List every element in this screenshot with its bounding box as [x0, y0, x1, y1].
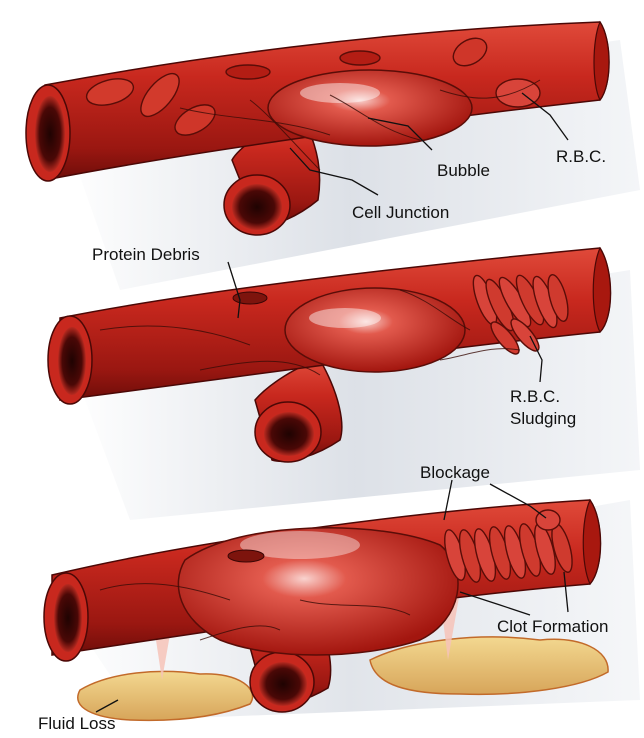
- gas-bubble: [285, 288, 465, 372]
- branch-lumen: [264, 412, 314, 456]
- rbc-sludging-label-line2: Sludging: [510, 409, 576, 428]
- main-lumen: [54, 584, 82, 652]
- protein-debris-clump: [228, 550, 264, 562]
- branch-lumen: [259, 662, 307, 706]
- protein-debris-label: Protein Debris: [92, 245, 200, 264]
- rbc-label: R.B.C.: [556, 147, 606, 166]
- gas-bubble: [268, 70, 472, 146]
- main-lumen: [35, 96, 65, 172]
- blockage-label: Blockage: [420, 463, 490, 482]
- red-blood-cell: [226, 65, 270, 79]
- clot-formation-label: Clot Formation: [497, 617, 608, 636]
- red-blood-cell: [340, 51, 380, 65]
- branch-lumen: [232, 184, 282, 230]
- rbc-sludging-label-line1: R.B.C.: [510, 387, 560, 406]
- cell-junction-label: Cell Junction: [352, 203, 449, 222]
- bubble-highlight: [309, 308, 381, 328]
- rbc-target: [496, 79, 540, 107]
- bubble-label: Bubble: [437, 161, 490, 180]
- main-lumen: [58, 327, 86, 395]
- fluid-loss-label: Fluid Loss: [38, 714, 115, 733]
